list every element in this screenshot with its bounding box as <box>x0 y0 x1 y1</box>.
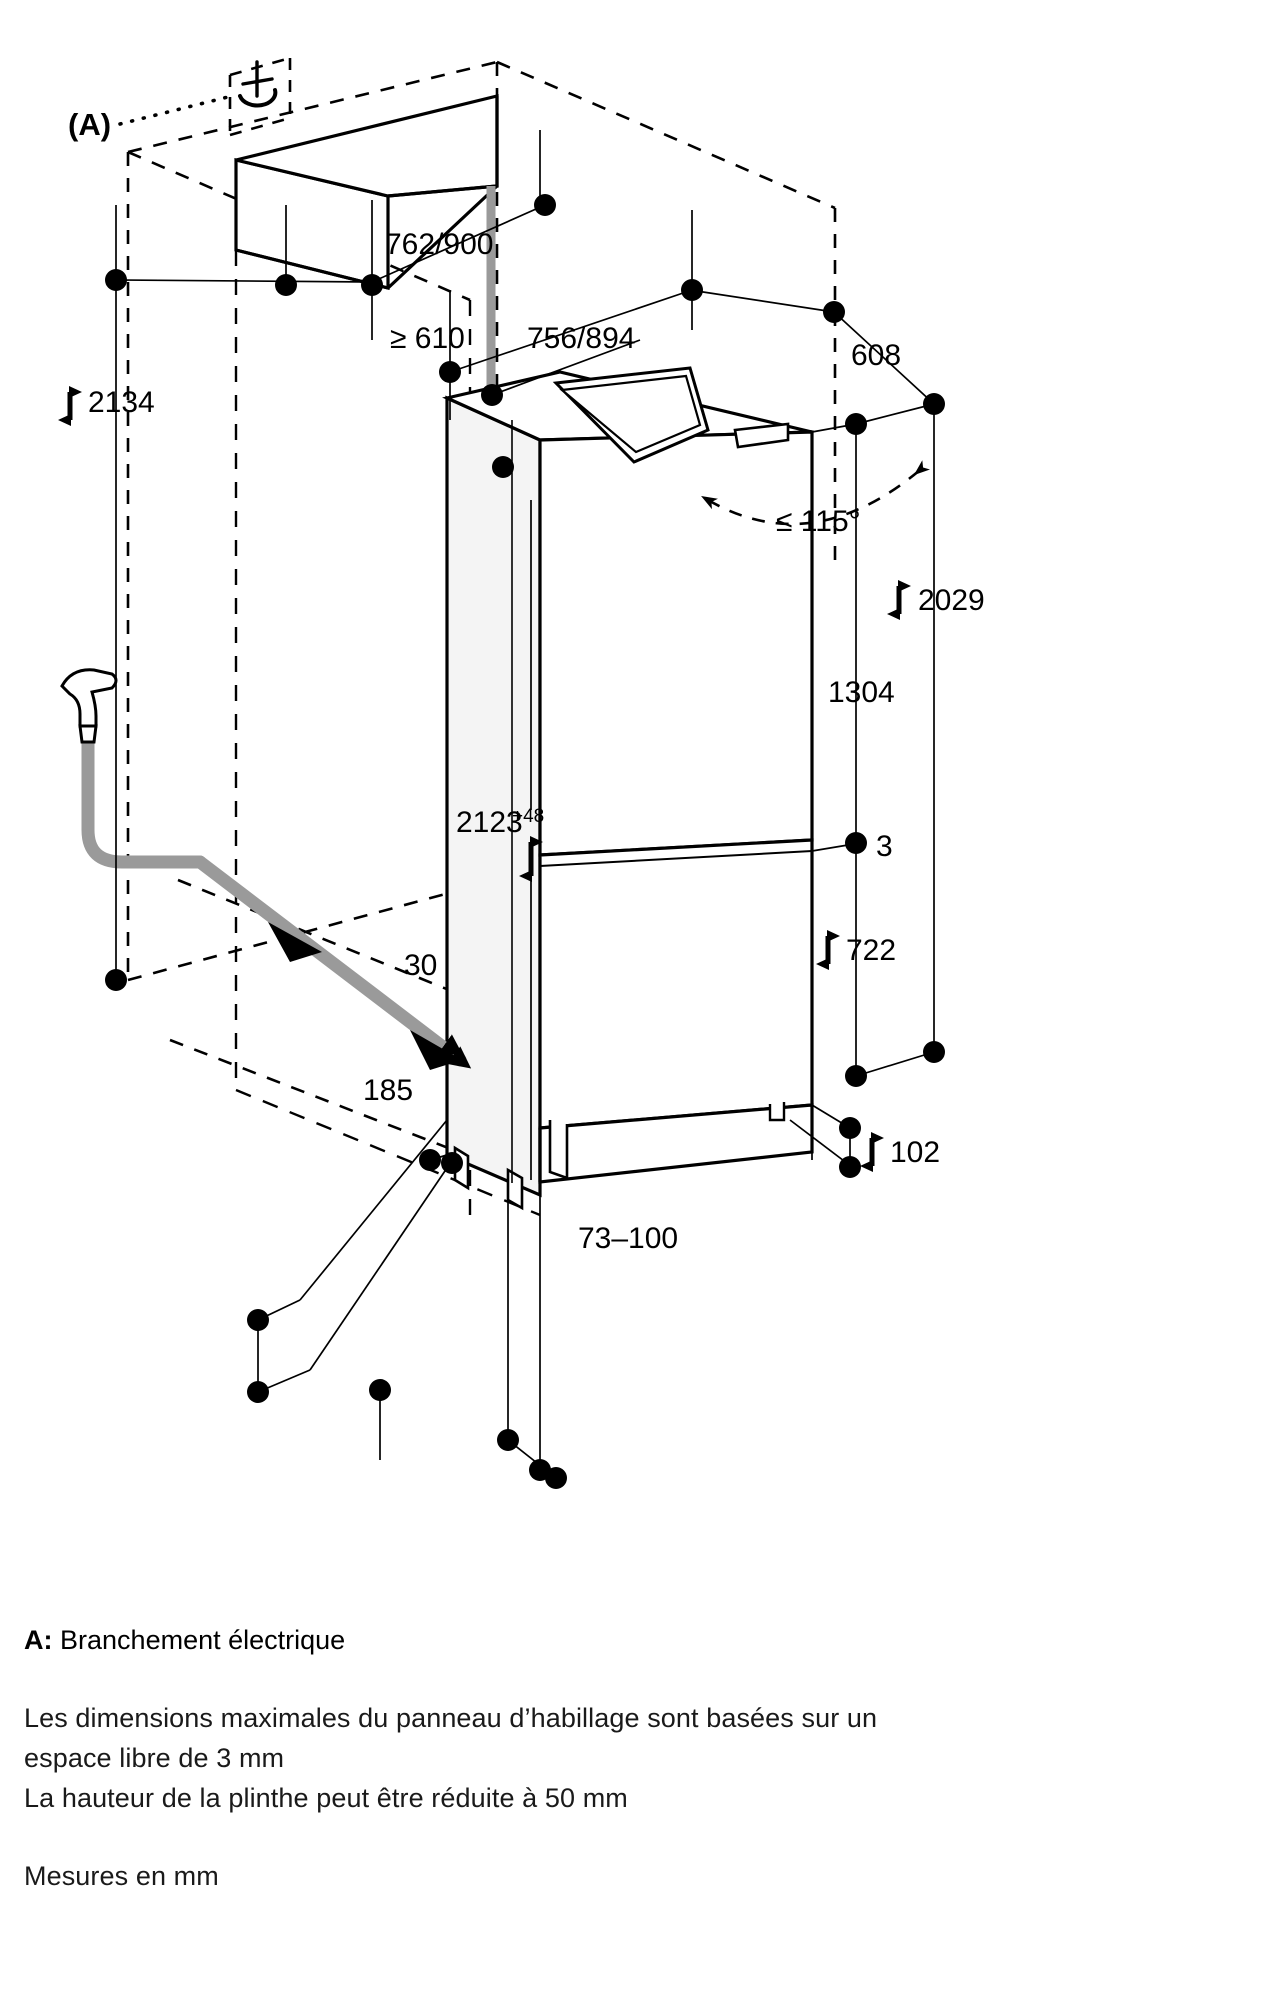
double-arrows <box>58 386 911 1172</box>
dim-niche-depth-min: ≥ 610 <box>390 322 465 355</box>
dim-water-connection-offset: 185 <box>363 1074 413 1107</box>
dim-upper-door-height: 1304 <box>828 676 895 709</box>
dim-side-clearance: 30 <box>404 949 437 982</box>
hose-arrow-mid <box>268 922 462 1070</box>
dim-appliance-height: 2029 <box>918 584 985 617</box>
note-line-2: espace libre de 3 mm <box>24 1743 285 1773</box>
water-hose <box>81 705 472 1069</box>
water-tap-icon <box>60 668 118 744</box>
dim-panel-height-group: 2123 +48 <box>456 806 544 839</box>
notes-section: A: Branchement électrique Les dimensions… <box>24 1620 1224 1896</box>
electrical-connection-box <box>228 56 292 137</box>
callout-dots-line-a <box>118 94 234 126</box>
installation-diagram: (A) <box>58 56 985 1489</box>
note-line-1: Les dimensions maximales du panneau d’ha… <box>24 1703 878 1733</box>
dim-appliance-depth: 608 <box>851 339 901 372</box>
dim-door-opening-angle: ≤ 115° <box>776 505 861 538</box>
electrical-socket-icon <box>238 60 278 108</box>
legend-text: Branchement électrique <box>60 1625 346 1655</box>
note-paragraph: Les dimensions maximales du panneau d’ha… <box>24 1698 1224 1818</box>
label-tag-a: (A) <box>68 107 111 142</box>
dimension-dots <box>105 194 945 1489</box>
appliance-body <box>442 370 814 1211</box>
dim-panel-height: 2123 <box>456 806 523 839</box>
dim-plinth-depth-range: 73–100 <box>578 1222 678 1255</box>
note-line-3: La hauteur de la plinthe peut être rédui… <box>24 1783 628 1813</box>
dim-door-gap: 3 <box>876 830 893 863</box>
dim-niche-height: 2134 <box>88 386 155 419</box>
door-swing-arc <box>701 460 930 526</box>
dim-panel-height-superscript: +48 <box>512 806 544 827</box>
legend-electrical-connection: A: Branchement électrique <box>24 1620 1224 1660</box>
dim-lower-door-height: 722 <box>846 934 896 967</box>
appliance-top-trim <box>552 366 790 464</box>
legend-key: A: <box>24 1625 53 1655</box>
dim-panel-width-top: 762/900 <box>385 228 493 261</box>
technical-drawing-svg: (A) <box>58 56 985 1489</box>
dim-plinth-height: 102 <box>890 1136 940 1169</box>
dim-niche-width: 756/894 <box>527 322 635 355</box>
note-units: Mesures en mm <box>24 1861 219 1891</box>
